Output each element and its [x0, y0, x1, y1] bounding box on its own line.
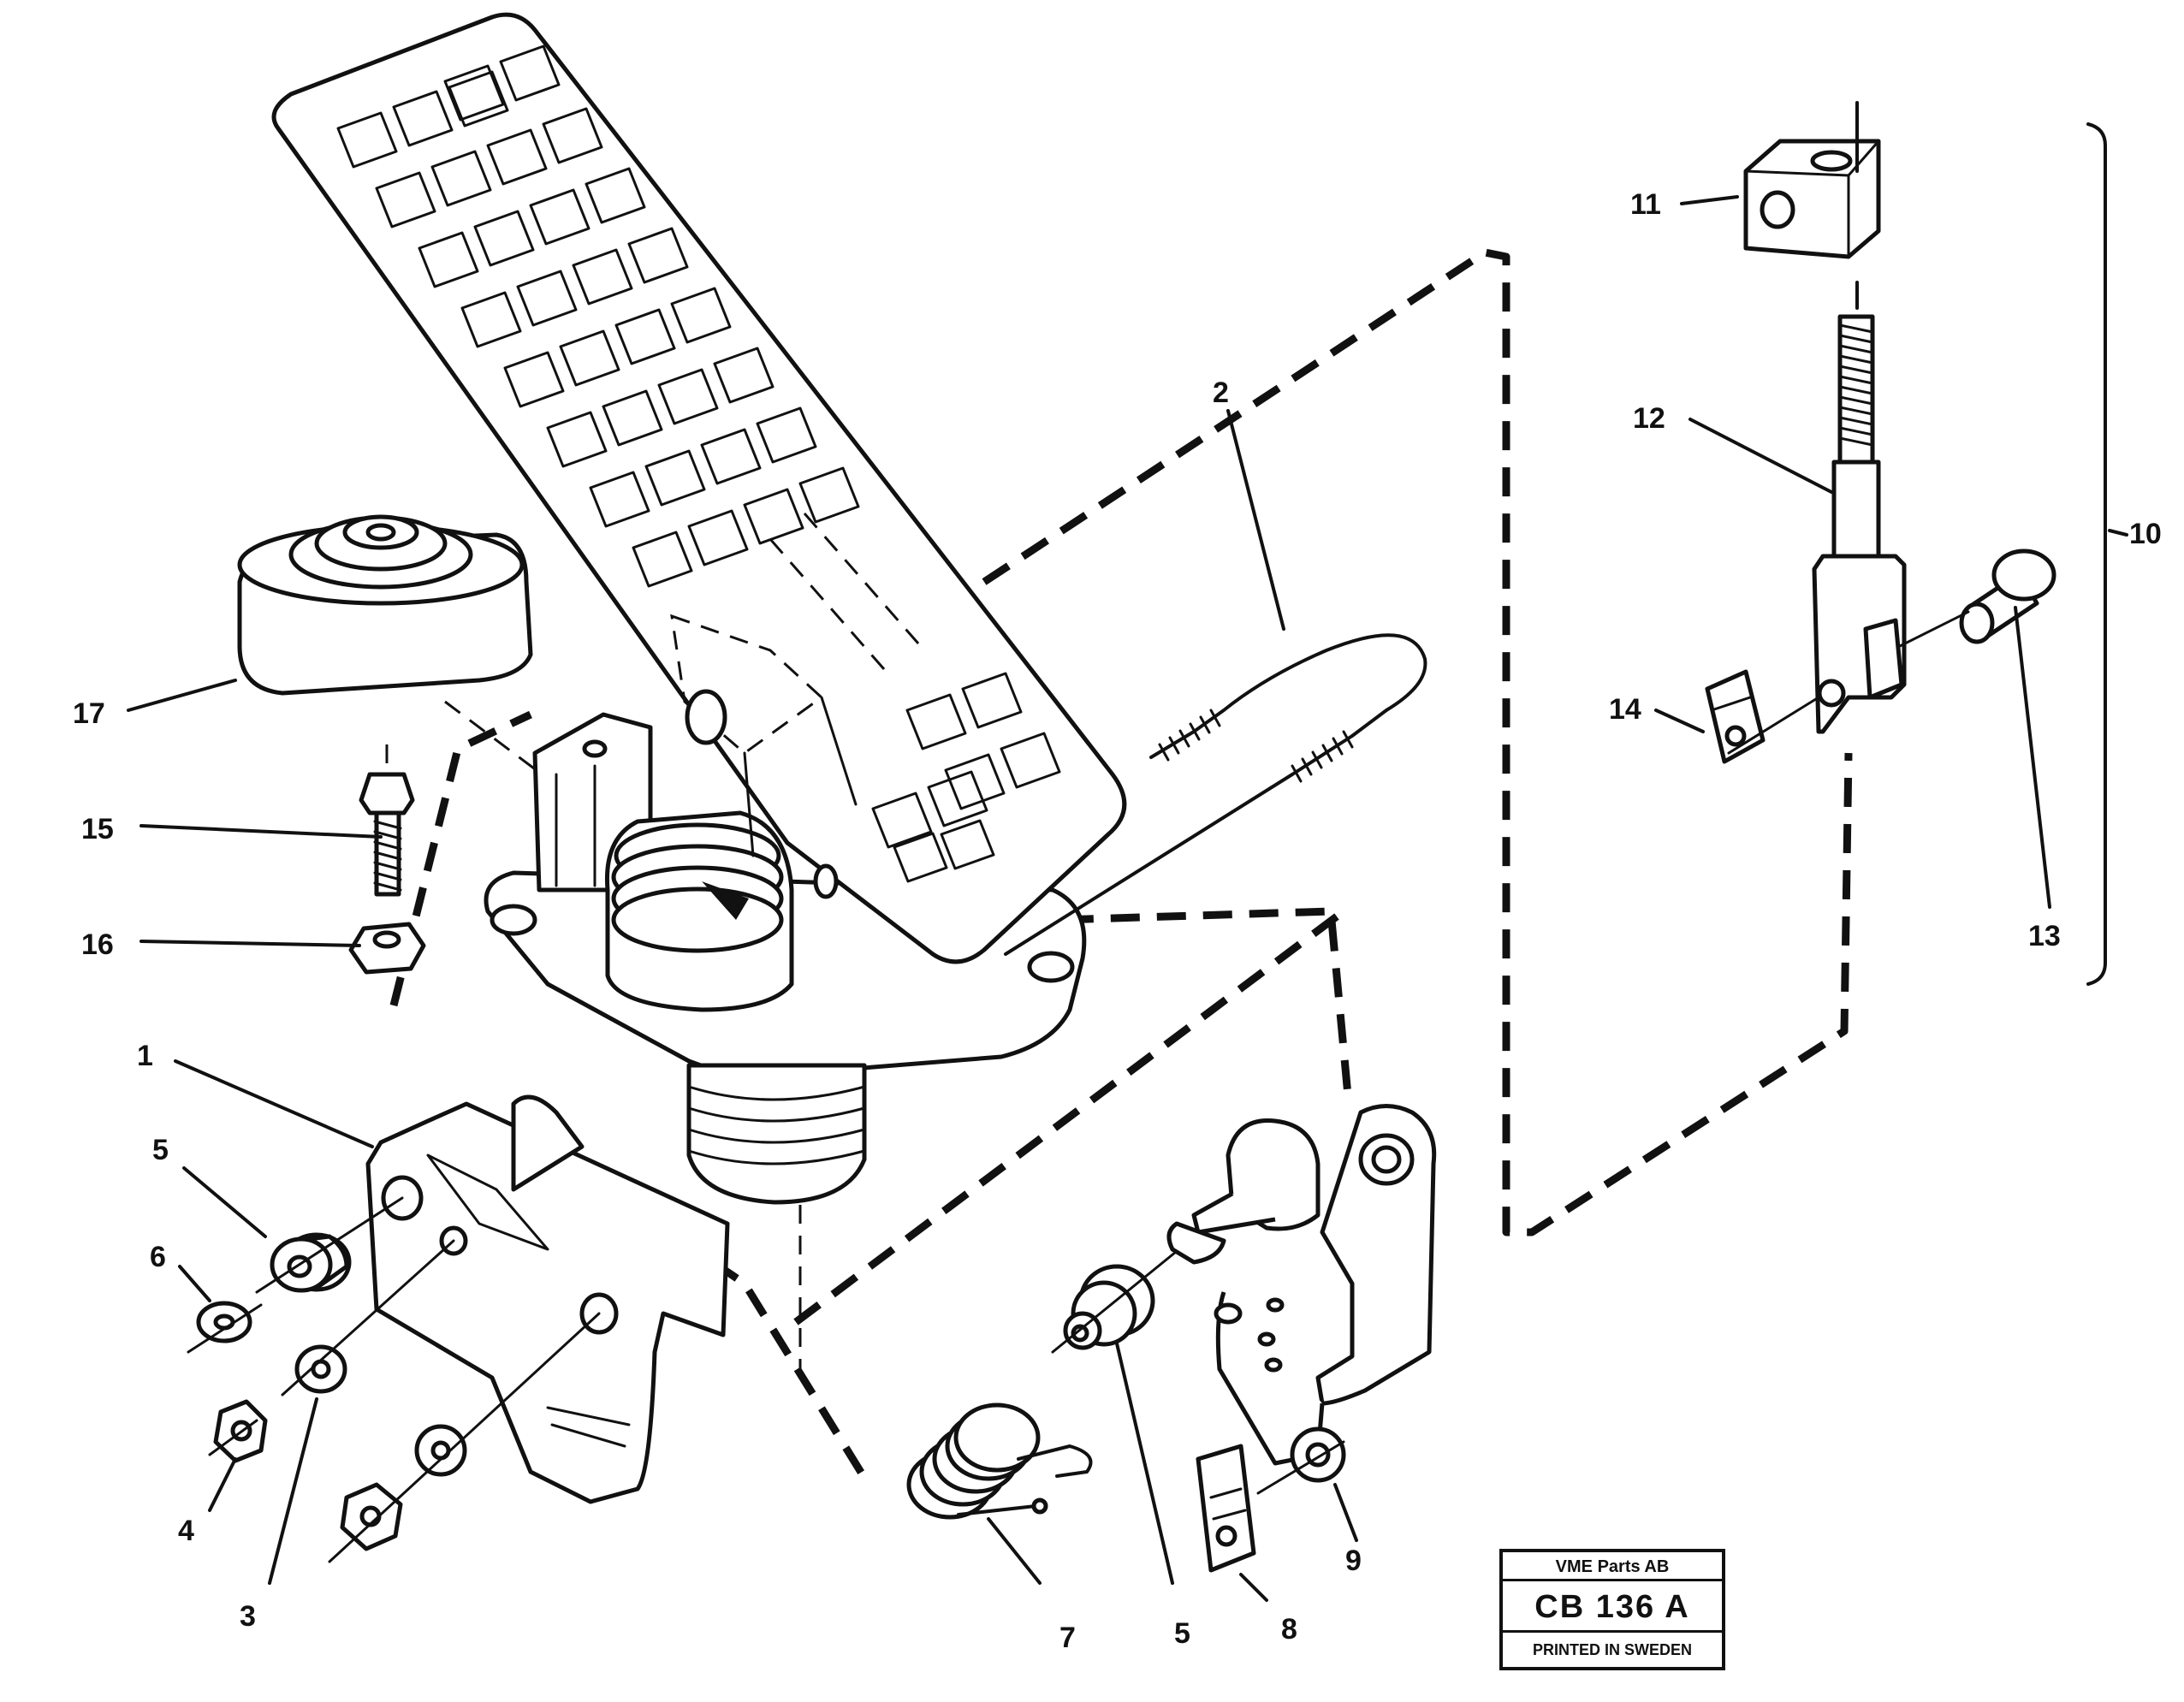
callout-2: 2: [1213, 377, 1229, 409]
part-2-cable: [1004, 633, 1427, 956]
callout-12: 12: [1633, 402, 1665, 435]
callout-5-left: 5: [152, 1134, 169, 1166]
callout-3: 3: [240, 1600, 256, 1633]
lower-washer-nut: [328, 1312, 601, 1563]
callout-14: 14: [1609, 693, 1641, 726]
callout-13: 13: [2028, 920, 2061, 952]
callout-labels: 17 15 16 1 5 6 4 3 2 7 5 8 9 11 12 10 14…: [73, 188, 2162, 1654]
part-13-pin: [1898, 549, 2056, 648]
group-10-bracket: [2086, 122, 2107, 986]
callout-1: 1: [137, 1040, 153, 1072]
vme-parts-stamp: VME Parts AB CB 136 A PRINTED IN SWEDEN: [1499, 1549, 1725, 1670]
callout-17: 17: [73, 697, 105, 730]
callout-7: 7: [1059, 1622, 1076, 1654]
part-15-bolt: [359, 744, 415, 897]
part-1-bracket: [365, 1094, 730, 1504]
part-5-bushing-left: [255, 1196, 404, 1294]
part-8-clip: [1196, 1444, 1256, 1573]
part-11-block: [1743, 101, 1881, 310]
part-9-washer: [1256, 1426, 1346, 1495]
callout-5-right: 5: [1174, 1617, 1190, 1650]
pedal-plate: [271, 12, 1127, 964]
stamp-code: CB 136 A: [1503, 1581, 1722, 1633]
callout-16: 16: [81, 928, 114, 961]
pedal-tread-pattern: [336, 44, 1061, 883]
stamp-company: VME Parts AB: [1503, 1552, 1722, 1581]
callout-10: 10: [2129, 518, 2162, 550]
pedal-base-assembly: [484, 712, 1087, 1205]
part-3-washer: [281, 1239, 455, 1397]
part-5-bushing-right: [1051, 1239, 1191, 1354]
part-4-nut: [208, 1399, 268, 1463]
callout-11: 11: [1630, 188, 1661, 221]
callout-9: 9: [1345, 1545, 1362, 1577]
stamp-printed: PRINTED IN SWEDEN: [1532, 1641, 1692, 1658]
part-17-rubber-pad: [237, 514, 533, 696]
part-6-spring-washer: [187, 1301, 263, 1354]
callout-8: 8: [1281, 1613, 1297, 1646]
leader-lines: [127, 195, 2128, 1602]
part-14-clip: [1705, 669, 1820, 764]
callout-4: 4: [178, 1515, 194, 1547]
part-12-clevis-rod: [1812, 314, 1907, 734]
callout-15: 15: [81, 813, 114, 845]
part-7-torsion-spring: [906, 1403, 1093, 1520]
part-16-nut: [348, 922, 426, 975]
callout-6: 6: [150, 1241, 166, 1273]
lever-arm: [1166, 1104, 1437, 1466]
